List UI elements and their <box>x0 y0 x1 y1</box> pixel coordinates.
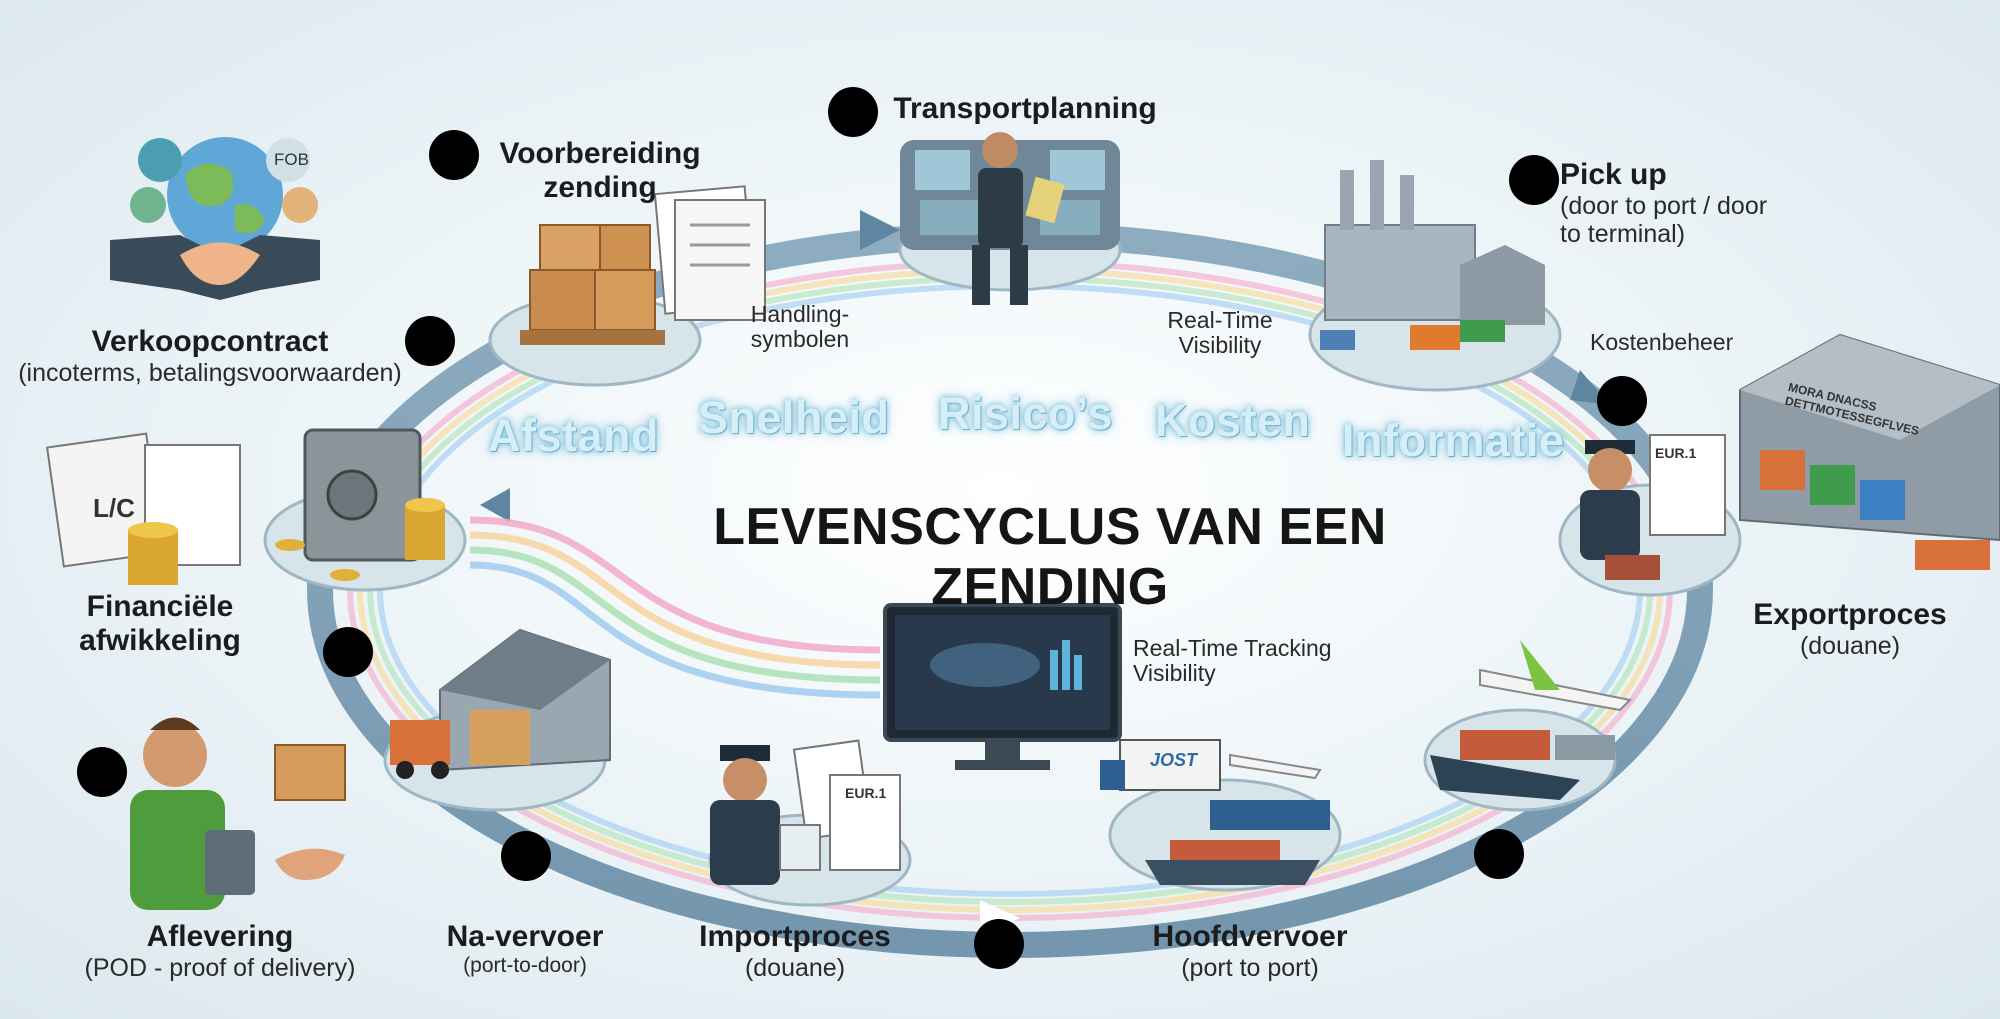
factor-risicos: Risico’s <box>938 388 1113 439</box>
navervoer-sub: (port-to-door) <box>463 953 587 977</box>
label-aflevering: Aflevering (POD - proof of delivery) <box>60 920 380 982</box>
marker-dot <box>429 130 479 180</box>
pickup-sub-1: (door to port / door <box>1560 191 1768 220</box>
export-warehouse-icon <box>1739 333 2000 570</box>
customs-officer-import-icon <box>710 739 901 885</box>
importproces-title: Importproces <box>699 920 891 953</box>
pickup-title: Pick up <box>1560 158 1667 191</box>
globe-handshake-icon <box>110 137 320 300</box>
letter-of-credit-icon <box>46 432 241 585</box>
factor-kosten: Kosten <box>1155 395 1311 446</box>
realtime-line-2: Visibility <box>1178 332 1262 359</box>
note-handling: Handling- symbolen <box>735 301 865 353</box>
ship-plane-icon <box>1430 640 1633 800</box>
aflevering-sub: (POD - proof of delivery) <box>84 953 356 982</box>
marker-dot <box>974 919 1024 969</box>
warehouse-truck-icon <box>390 628 611 779</box>
note-realtime: Real-Time Visibility <box>1155 307 1285 359</box>
factor-snelheid: Snelheid <box>698 392 890 443</box>
note-tracking: Real-Time Tracking Visibility <box>1133 635 1363 687</box>
realtime-line-1: Real-Time <box>1167 307 1273 333</box>
label-exportproces: Exportproces (douane) <box>1740 598 1960 660</box>
lc-document-text: L/C <box>93 493 135 523</box>
page-title: LEVENSCYCLUS VAN EEN ZENDING <box>713 498 1387 616</box>
hoofdvervoer-sub: (port to port) <box>1181 953 1319 982</box>
transportplanning-title: Transportplanning <box>893 92 1157 125</box>
label-financiele: Financiële afwikkeling <box>55 590 265 657</box>
label-pickup: Pick up (door to port / door to terminal… <box>1560 158 1820 248</box>
financiele-title-1: Financiële <box>86 590 234 623</box>
aflevering-title: Aflevering <box>146 920 294 953</box>
marker-dot <box>1597 376 1647 426</box>
factor-afstand: Afstand <box>488 410 659 461</box>
label-transportplanning: Transportplanning <box>875 92 1175 126</box>
label-voorbereiding: Voorbereiding zending <box>475 137 725 204</box>
exportproces-title: Exportproces <box>1753 598 1947 631</box>
label-importproces: Importproces (douane) <box>680 920 910 982</box>
marker-dot <box>828 87 878 137</box>
inner-flow-bands <box>469 516 881 699</box>
voorbereiding-title-2: zending <box>543 170 657 204</box>
verkoopcontract-sub: (incoterms, betalingsvoorwaarden) <box>18 358 402 387</box>
marker-dot <box>77 747 127 797</box>
marker-dot <box>1474 829 1524 879</box>
customs-officer-export-icon <box>1580 434 1726 580</box>
exportproces-sub: (douane) <box>1799 631 1901 660</box>
tracking-line-2: Visibility <box>1133 660 1216 687</box>
verkoopcontract-title: Verkoopcontract <box>91 325 329 358</box>
truck-brand-text: JOST <box>1150 750 1198 770</box>
import-eur1-text: EUR.1 <box>845 785 887 801</box>
marker-dot <box>405 316 455 366</box>
voorbereiding-title-1: Voorbereiding <box>499 137 701 170</box>
delivery-person-icon <box>130 717 346 910</box>
control-room-icon <box>900 132 1120 305</box>
boxes-documents-icon <box>520 185 766 345</box>
handling-line-1: Handling- <box>750 301 850 327</box>
marker-dot <box>1509 155 1559 205</box>
factor-informatie: Informatie <box>1342 415 1565 466</box>
truck-plane-ship-icon <box>1100 739 1330 885</box>
marker-dot <box>323 627 373 677</box>
navervoer-title: Na-vervoer <box>446 920 604 953</box>
label-navervoer: Na-vervoer (port-to-door) <box>415 920 635 977</box>
label-hoofdvervoer: Hoofdvervoer (port to port) <box>1125 920 1375 982</box>
safe-coins-icon <box>275 428 445 581</box>
hoofdvervoer-title: Hoofdvervoer <box>1152 920 1348 953</box>
factory-icon <box>1320 160 1545 350</box>
fob-badge-text: FOB <box>274 150 309 169</box>
export-eur1-text: EUR.1 <box>1655 445 1697 461</box>
marker-dot <box>501 831 551 881</box>
pickup-sub-2: to terminal) <box>1560 219 1686 248</box>
handling-line-2: symbolen <box>750 326 850 353</box>
note-kostenbeheer: Kostenbeheer <box>1590 329 1734 355</box>
importproces-sub: (douane) <box>744 953 846 982</box>
tracking-line-1: Real-Time Tracking <box>1133 635 1332 661</box>
label-verkoopcontract: Verkoopcontract (incoterms, betalingsvoo… <box>10 325 410 387</box>
financiele-title-2: afwikkeling <box>79 623 241 657</box>
tracking-monitor-icon <box>883 603 1122 770</box>
